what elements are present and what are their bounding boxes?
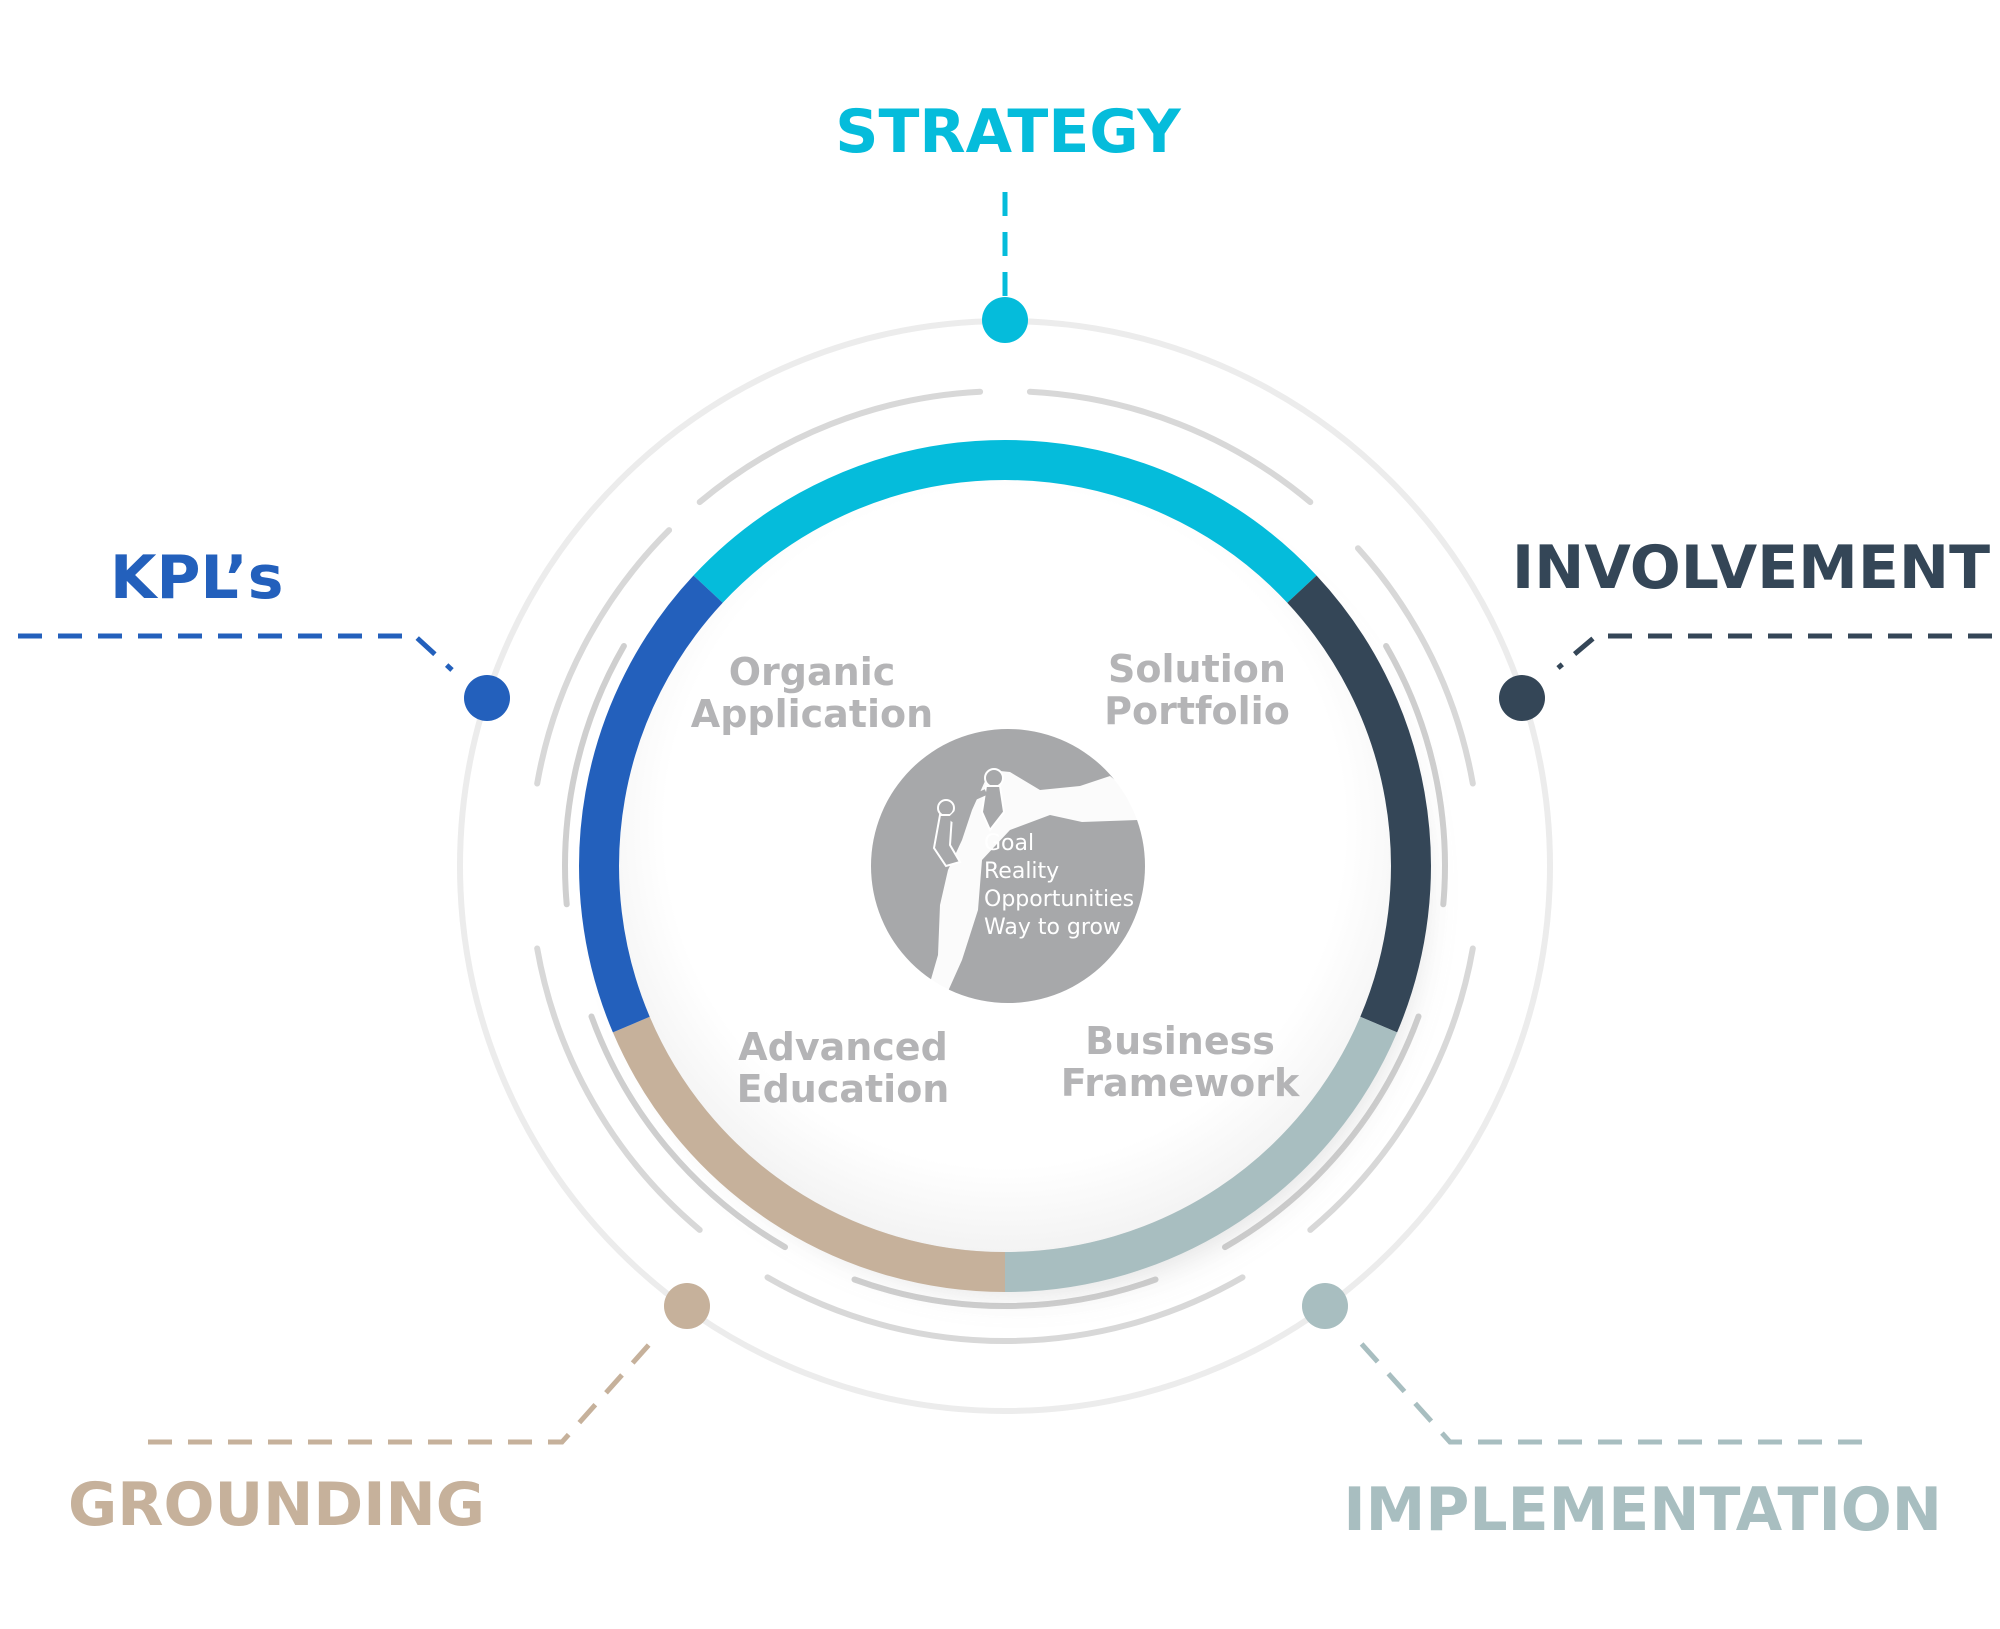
segment-implementation xyxy=(1004,1016,1398,1292)
quadrant-label-line: Business xyxy=(1085,1019,1275,1063)
phase-segment-ring xyxy=(579,440,1431,1292)
quadrant-solution-portfolio: Solution Portfolio xyxy=(1104,647,1290,733)
decor-arc xyxy=(1026,388,1314,506)
dot-involvement xyxy=(1499,675,1545,721)
logo-text-line: Reality xyxy=(984,859,1059,884)
logo-text-line: Opportunities xyxy=(984,887,1134,912)
segment-grounding xyxy=(612,1016,1006,1292)
quadrant-advanced-education: Advanced Education xyxy=(737,1025,950,1111)
decor-arc xyxy=(1307,945,1476,1233)
quadrant-label-line: Organic xyxy=(729,650,896,694)
label-kpls: KPL’s xyxy=(110,543,283,613)
middle-decor-arcs xyxy=(534,388,1476,1345)
decor-arc xyxy=(1222,1013,1422,1251)
decor-arc xyxy=(562,643,627,908)
connector-kpls xyxy=(18,633,454,672)
dot-kpls xyxy=(464,675,510,721)
label-grounding: GROUNDING xyxy=(68,1470,485,1540)
decor-arc xyxy=(1355,545,1476,787)
decor-arc xyxy=(696,388,984,506)
decor-arc xyxy=(1383,643,1448,908)
decor-arc xyxy=(534,527,673,787)
quadrant-label-line: Advanced xyxy=(738,1025,948,1069)
quadrant-label-line: Solution xyxy=(1108,647,1286,691)
connector-grounding xyxy=(148,1336,657,1445)
climbers-icon xyxy=(932,768,1006,868)
quadrant-label-line: Portfolio xyxy=(1104,689,1290,733)
quadrant-label-line: Framework xyxy=(1061,1061,1300,1105)
decor-arc xyxy=(534,945,703,1233)
connector-implementation xyxy=(1356,1338,1862,1445)
dot-implementation xyxy=(1302,1283,1348,1329)
inner-decor-arcs xyxy=(562,643,1448,1310)
connector-involvement xyxy=(1556,633,1992,670)
grow-logo: Goal Reality Opportunities Way to grow xyxy=(871,729,1145,1003)
quadrant-label-line: Application xyxy=(691,692,933,736)
dot-grounding xyxy=(664,1283,710,1329)
logo-text-line: Goal xyxy=(984,831,1034,856)
label-involvement: INVOLVEMENT xyxy=(1512,533,1990,603)
segment-kpls xyxy=(579,575,723,1033)
quadrant-organic-application: Organic Application xyxy=(691,650,933,736)
segment-involvement xyxy=(1287,575,1431,1033)
segment-strategy xyxy=(693,440,1317,603)
decor-arc xyxy=(851,1276,1159,1310)
dot-strategy xyxy=(982,297,1028,343)
logo-text-line: Way to grow xyxy=(984,915,1121,940)
label-strategy: STRATEGY xyxy=(835,97,1182,167)
label-implementation: IMPLEMENTATION xyxy=(1343,1475,1942,1545)
decor-arc xyxy=(764,1274,1246,1345)
quadrant-business-framework: Business Framework xyxy=(1061,1019,1300,1105)
decor-arc xyxy=(588,1013,788,1251)
quadrant-label-line: Education xyxy=(737,1067,950,1111)
cliff-icon xyxy=(925,770,1140,1000)
